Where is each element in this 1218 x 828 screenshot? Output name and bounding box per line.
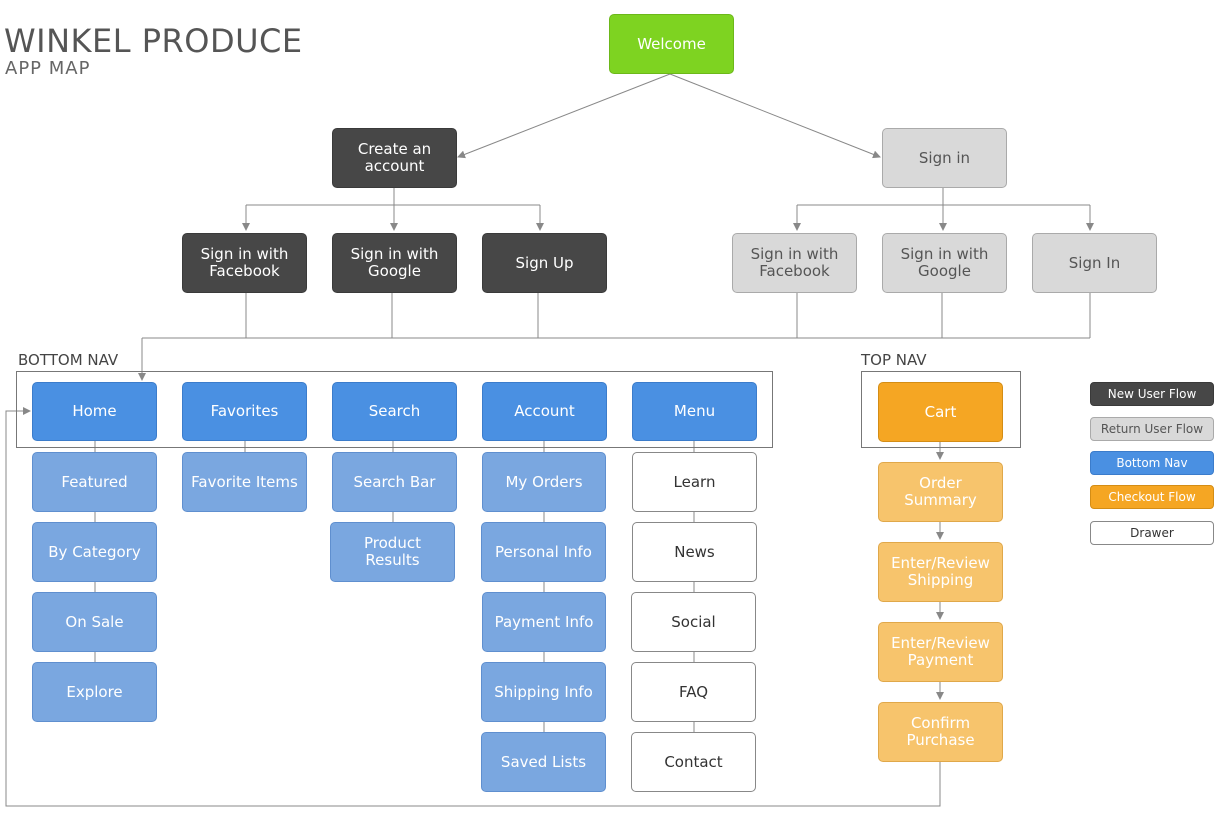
legend-checkout: Checkout Flow xyxy=(1090,485,1214,509)
nav-account-node[interactable]: Account xyxy=(482,382,607,441)
legend-return-user: Return User Flow xyxy=(1090,417,1214,441)
home-on-sale-node[interactable]: On Sale xyxy=(32,592,157,652)
cart-node[interactable]: Cart xyxy=(878,382,1003,442)
legend-new-user: New User Flow xyxy=(1090,382,1214,406)
sign-up-label: Sign Up xyxy=(515,253,574,272)
create-account-label: Create an account xyxy=(357,140,432,175)
account-personal-info-label: Personal Info xyxy=(495,542,592,561)
home-explore-node[interactable]: Explore xyxy=(32,662,157,722)
account-my-orders-label: My Orders xyxy=(505,472,583,491)
connector-create-branch xyxy=(246,187,540,206)
favorites-items-node[interactable]: Favorite Items xyxy=(182,452,307,512)
account-saved-lists-label: Saved Lists xyxy=(500,752,587,771)
nav-search-node[interactable]: Search xyxy=(332,382,457,441)
menu-news-label: News xyxy=(674,542,715,561)
top-nav-frame xyxy=(861,371,1021,448)
account-personal-info-node[interactable]: Personal Info xyxy=(481,522,606,582)
order-summary-node[interactable]: Order Summary xyxy=(878,462,1003,522)
welcome-node[interactable]: Welcome xyxy=(609,14,734,74)
create-account-node[interactable]: Create an account xyxy=(332,128,457,188)
menu-learn-label: Learn xyxy=(673,472,716,491)
order-summary-label: Order Summary xyxy=(904,474,977,509)
home-on-sale-label: On Sale xyxy=(65,612,124,631)
bottom-nav-label: BOTTOM NAV xyxy=(18,351,119,369)
search-product-results-node[interactable]: Product Results xyxy=(330,522,455,582)
search-bar-node[interactable]: Search Bar xyxy=(332,452,457,512)
page-title: WINKEL PRODUCE xyxy=(4,22,303,60)
nav-menu-label: Menu xyxy=(673,402,716,420)
menu-faq-label: FAQ xyxy=(678,682,709,701)
enter-payment-node[interactable]: Enter/Review Payment xyxy=(878,622,1003,682)
top-nav-label: TOP NAV xyxy=(861,351,927,369)
home-featured-node[interactable]: Featured xyxy=(32,452,157,512)
nav-home-label: Home xyxy=(72,402,117,420)
menu-social-label: Social xyxy=(671,612,716,631)
menu-faq-node[interactable]: FAQ xyxy=(631,662,756,722)
legend-drawer: Drawer xyxy=(1090,521,1214,545)
menu-social-node[interactable]: Social xyxy=(631,592,756,652)
new-user-facebook-label: Sign in with Facebook xyxy=(200,245,289,280)
return-user-sign-in-label: Sign In xyxy=(1068,253,1121,272)
bottom-nav-frame xyxy=(16,371,773,448)
sign-in-label: Sign in xyxy=(918,148,971,167)
connector-merge-to-home xyxy=(142,293,1091,339)
connector-signin-branch xyxy=(797,187,1090,206)
menu-contact-node[interactable]: Contact xyxy=(631,732,756,792)
menu-news-node[interactable]: News xyxy=(632,522,757,582)
account-my-orders-node[interactable]: My Orders xyxy=(482,452,606,512)
return-user-google-node[interactable]: Sign in with Google xyxy=(882,233,1007,293)
return-user-google-label: Sign in with Google xyxy=(900,245,989,280)
page-subtitle: APP MAP xyxy=(5,58,91,79)
return-user-facebook-label: Sign in with Facebook xyxy=(750,245,839,280)
account-shipping-info-label: Shipping Info xyxy=(494,682,593,701)
nav-favorites-node[interactable]: Favorites xyxy=(182,382,307,441)
return-user-sign-in-node[interactable]: Sign In xyxy=(1032,233,1157,293)
cart-label: Cart xyxy=(924,402,957,421)
account-saved-lists-node[interactable]: Saved Lists xyxy=(481,732,606,792)
new-user-facebook-node[interactable]: Sign in with Facebook xyxy=(182,233,307,293)
search-bar-label: Search Bar xyxy=(353,472,436,491)
enter-shipping-label: Enter/Review Shipping xyxy=(891,554,990,589)
favorites-items-label: Favorite Items xyxy=(191,472,298,491)
menu-learn-node[interactable]: Learn xyxy=(632,452,757,512)
account-shipping-info-node[interactable]: Shipping Info xyxy=(481,662,606,722)
sign-in-node[interactable]: Sign in xyxy=(882,128,1007,188)
menu-contact-label: Contact xyxy=(664,752,723,771)
sign-up-node[interactable]: Sign Up xyxy=(482,233,607,293)
nav-account-label: Account xyxy=(514,402,575,420)
connector-confirm-to-home xyxy=(5,410,941,807)
enter-shipping-node[interactable]: Enter/Review Shipping xyxy=(878,542,1003,602)
legend-bottom-nav: Bottom Nav xyxy=(1090,451,1214,475)
confirm-purchase-node[interactable]: Confirm Purchase xyxy=(878,702,1003,762)
account-payment-info-node[interactable]: Payment Info xyxy=(482,592,606,652)
account-payment-info-label: Payment Info xyxy=(494,612,594,631)
home-by-category-node[interactable]: By Category xyxy=(32,522,157,582)
connector-welcome-signin xyxy=(669,73,881,159)
nav-home-node[interactable]: Home xyxy=(32,382,157,441)
new-user-google-node[interactable]: Sign in with Google xyxy=(332,233,457,293)
return-user-facebook-node[interactable]: Sign in with Facebook xyxy=(732,233,857,293)
connector-welcome-create xyxy=(457,73,671,159)
home-explore-label: Explore xyxy=(66,682,123,701)
nav-menu-node[interactable]: Menu xyxy=(632,382,757,441)
home-by-category-label: By Category xyxy=(48,542,141,561)
nav-search-label: Search xyxy=(368,402,421,420)
welcome-label: Welcome xyxy=(637,34,706,53)
home-featured-label: Featured xyxy=(61,472,128,491)
new-user-google-label: Sign in with Google xyxy=(350,245,439,280)
enter-payment-label: Enter/Review Payment xyxy=(891,634,990,669)
confirm-purchase-label: Confirm Purchase xyxy=(906,714,975,749)
search-product-results-label: Product Results xyxy=(364,534,421,569)
nav-favorites-label: Favorites xyxy=(210,402,279,420)
